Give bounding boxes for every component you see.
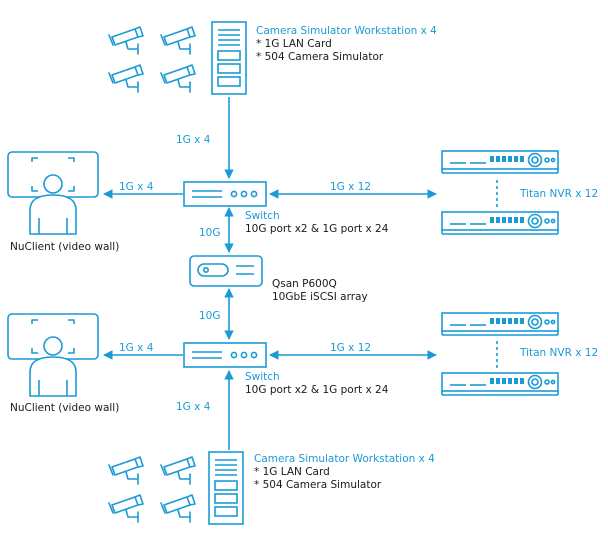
- camera-icon: [160, 456, 196, 485]
- bottom-nvr-upper-icon: [441, 312, 559, 336]
- top-workstation-title: Camera Simulator Workstation x 4: [256, 25, 437, 37]
- bottom-video-wall-client-icon: [7, 313, 99, 397]
- storage-array-icon: [189, 255, 263, 287]
- link-label-top-nvr: 1G x 12: [330, 181, 372, 193]
- camera-icon: [108, 494, 144, 523]
- camera-icon: [160, 64, 196, 93]
- link-label-bottom-ws: 1G x 4: [176, 401, 211, 413]
- top-client-label: NuClient (video wall): [10, 241, 120, 253]
- bottom-switch-name: Switch: [245, 371, 280, 383]
- top-camera-cluster: [108, 26, 196, 93]
- top-nvr-label: Titan NVR x 12: [520, 188, 599, 200]
- bottom-nvr-lower-icon: [441, 372, 559, 396]
- bottom-workstation-tower-icon: [208, 451, 244, 525]
- top-nvr-lower-icon: [441, 211, 559, 235]
- top-video-wall-client-icon: [7, 151, 99, 235]
- top-nvr-upper-icon: [441, 150, 559, 174]
- bottom-client-label: NuClient (video wall): [10, 402, 120, 414]
- bottom-switch-icon: [183, 342, 267, 368]
- camera-icon: [108, 456, 144, 485]
- top-switch-icon: [183, 181, 267, 207]
- link-label-top-ws: 1G x 4: [176, 134, 211, 146]
- bottom-camera-cluster: [108, 456, 196, 523]
- link-label-bottom-nvr: 1G x 12: [330, 342, 372, 354]
- bottom-nvr-label: Titan NVR x 12: [520, 347, 599, 359]
- link-label-bottom-client: 1G x 4: [119, 342, 154, 354]
- top-workstation-spec-lan: * 1G LAN Card: [256, 38, 332, 50]
- storage-desc: 10GbE iSCSI array: [272, 291, 368, 303]
- link-label-bottom-storage: 10G: [199, 310, 221, 322]
- bottom-workstation-spec-lan: * 1G LAN Card: [254, 466, 330, 478]
- camera-icon: [108, 26, 144, 55]
- camera-icon: [108, 64, 144, 93]
- storage-name: Qsan P600Q: [272, 278, 337, 290]
- bottom-workstation-spec-cameras: * 504 Camera Simulator: [254, 479, 382, 491]
- bottom-switch-ports: 10G port x2 & 1G port x 24: [245, 384, 389, 396]
- top-switch-name: Switch: [245, 210, 280, 222]
- top-switch-ports: 10G port x2 & 1G port x 24: [245, 223, 389, 235]
- camera-icon: [160, 26, 196, 55]
- camera-icon: [160, 494, 196, 523]
- bottom-workstation-title: Camera Simulator Workstation x 4: [254, 453, 435, 465]
- link-label-top-client: 1G x 4: [119, 181, 154, 193]
- top-workstation-tower-icon: [211, 21, 247, 95]
- top-workstation-spec-cameras: * 504 Camera Simulator: [256, 51, 384, 63]
- link-label-top-storage: 10G: [199, 227, 221, 239]
